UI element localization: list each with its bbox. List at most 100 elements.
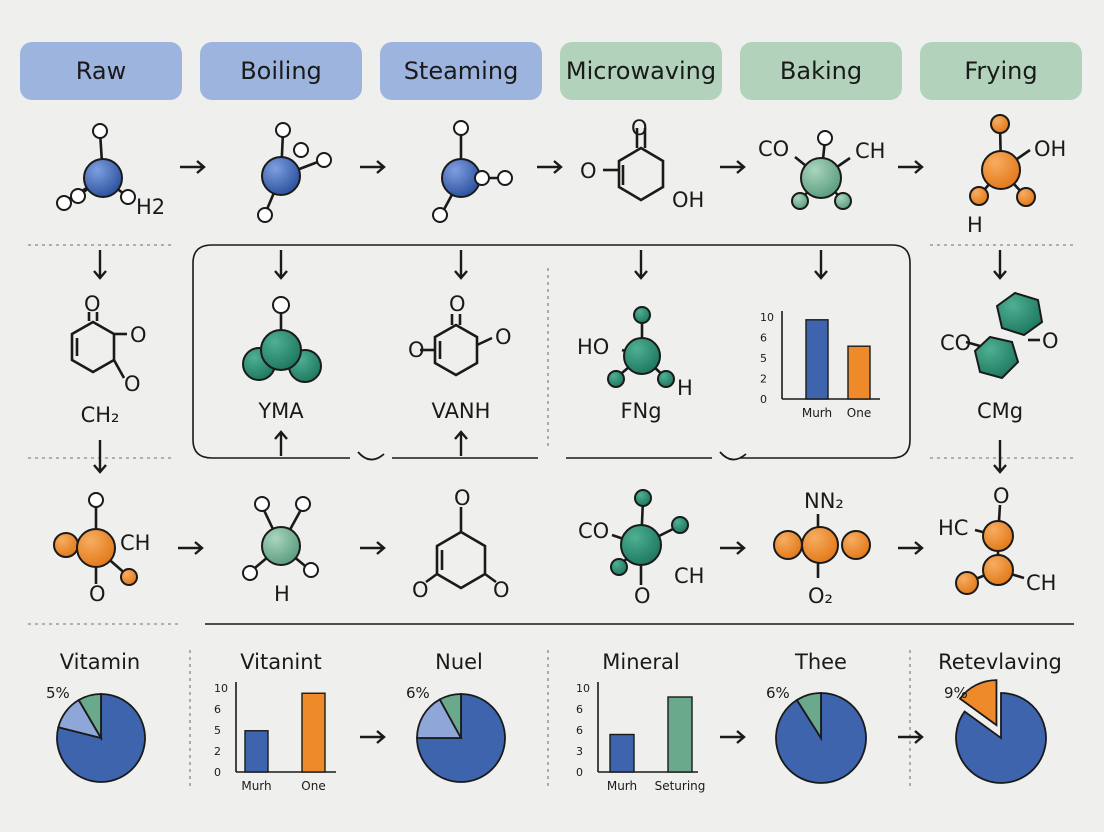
atom-label: O <box>89 582 106 606</box>
y-tick-label: 0 <box>214 766 221 779</box>
compound-name: CH₂ <box>81 403 120 427</box>
pie-percent-label: 6% <box>406 684 430 702</box>
arrow-right-icon <box>898 541 924 555</box>
atom-label: H <box>677 376 693 400</box>
x-tick-label: Murh <box>802 406 832 420</box>
atom-label: H2 <box>136 195 165 219</box>
molecule-row3-c: O O O <box>412 486 510 602</box>
atom-label: CH <box>674 564 704 588</box>
header-label: Frying <box>964 57 1037 85</box>
x-tick-label: Murh <box>241 779 271 793</box>
pie-slice <box>77 693 102 742</box>
bar <box>244 730 269 773</box>
arrow-down-icon <box>993 250 1007 280</box>
arrow-down-icon <box>93 250 107 280</box>
arrow-right-icon <box>178 541 204 555</box>
y-tick-label: 6 <box>576 703 583 716</box>
y-tick-label: 5 <box>214 724 221 737</box>
atom-label: O <box>124 372 141 396</box>
arrow-right-icon <box>180 160 206 174</box>
pie-slice <box>416 693 506 783</box>
atom-label: O₂ <box>808 584 833 608</box>
arrow-right-icon <box>360 541 386 555</box>
y-tick-label: 3 <box>576 745 583 758</box>
pie-chart-vitamin: 5% <box>46 684 146 783</box>
pie-percent-label: 9% <box>944 684 968 702</box>
row2-molecules: O O O CH₂ YMA O O O VANH <box>70 291 1059 427</box>
arrow-down-icon <box>93 440 107 474</box>
atom-label: O <box>408 338 425 362</box>
compound-name: YMA <box>257 399 304 423</box>
header-label: Steaming <box>404 57 519 85</box>
atom-label: O <box>993 484 1010 508</box>
panel-title: Vitanint <box>240 650 322 674</box>
atom-label: CO <box>940 331 971 355</box>
y-tick-label: 0 <box>760 393 767 406</box>
molecule-row3-f: HC O CH <box>938 484 1056 595</box>
atom-label: O <box>412 578 429 602</box>
panel-title: Mineral <box>602 650 680 674</box>
header-pill-boiling[interactable]: Boiling <box>200 42 362 100</box>
dividers <box>28 244 1074 790</box>
header-row: Raw Boiling Steaming Microwaving Baking … <box>20 42 1082 100</box>
pie-slice <box>955 692 1047 784</box>
header-label: Raw <box>76 57 126 85</box>
row4-titles: Vitamin Vitanint Nuel Mineral Thee Retev… <box>60 650 1062 674</box>
pie-slice <box>56 693 146 783</box>
arrow-right-icon <box>720 160 746 174</box>
compound-name: FNg <box>620 399 661 423</box>
molecule-boiling <box>257 122 332 223</box>
arrow-right-icon <box>537 160 563 174</box>
arrow-down-icon <box>814 250 828 280</box>
atom-label: OH <box>672 188 704 212</box>
row3-molecules: CH O H O O O <box>53 484 1056 608</box>
pie-slice <box>958 679 998 727</box>
header-pill-steaming[interactable]: Steaming <box>380 42 542 100</box>
arrow-right-icon <box>720 730 746 744</box>
arrow-down-icon <box>454 250 468 280</box>
bar <box>609 733 635 773</box>
arrow-right-icon <box>898 730 924 744</box>
x-tick-label: One <box>847 406 871 420</box>
y-tick-label: 2 <box>214 745 221 758</box>
atom-label: O <box>631 116 648 140</box>
arrow-down-icon <box>993 440 1007 474</box>
header-pill-frying[interactable]: Frying <box>920 42 1082 100</box>
arrow-right-icon <box>898 160 924 174</box>
compound-name: VANH <box>432 399 491 423</box>
header-pill-baking[interactable]: Baking <box>740 42 902 100</box>
arrow-up-icon <box>454 430 468 456</box>
atom-label: O <box>1042 329 1059 353</box>
atom-label: HO <box>577 335 609 359</box>
molecule-baking: CO CH <box>758 130 885 210</box>
atom-label: CH <box>1026 571 1056 595</box>
header-pill-microwaving[interactable]: Microwaving <box>560 42 722 100</box>
molecule-row3-b: H <box>242 496 319 606</box>
atom-label: HC <box>938 516 968 540</box>
atom-label: CO <box>758 137 789 161</box>
pie-percent-label: 5% <box>46 684 70 702</box>
arrow-down-icon <box>274 250 288 280</box>
y-tick-label: 10 <box>214 682 228 695</box>
atom-label: CH <box>120 531 150 555</box>
header-label: Boiling <box>240 57 322 85</box>
y-tick-label: 6 <box>214 703 221 716</box>
molecule-steaming <box>432 120 513 223</box>
down-arrows-2 <box>93 440 1007 474</box>
atom-label: O <box>84 292 101 316</box>
molecule-steaming-product: O O O VANH <box>408 292 512 423</box>
bar <box>805 319 829 400</box>
x-tick-label: Murh <box>607 779 637 793</box>
atom-label: O <box>449 292 466 316</box>
molecule-row3-e: NN₂ O₂ <box>773 489 871 608</box>
arrow-up-icon <box>274 430 288 456</box>
atom-label: O <box>495 325 512 349</box>
panel-title: Retevlaving <box>938 650 1062 674</box>
atom-label: H <box>274 582 290 606</box>
header-pill-raw[interactable]: Raw <box>20 42 182 100</box>
molecule-microwaving-product: HO H FNg <box>577 306 693 423</box>
process-frame <box>212 244 911 459</box>
